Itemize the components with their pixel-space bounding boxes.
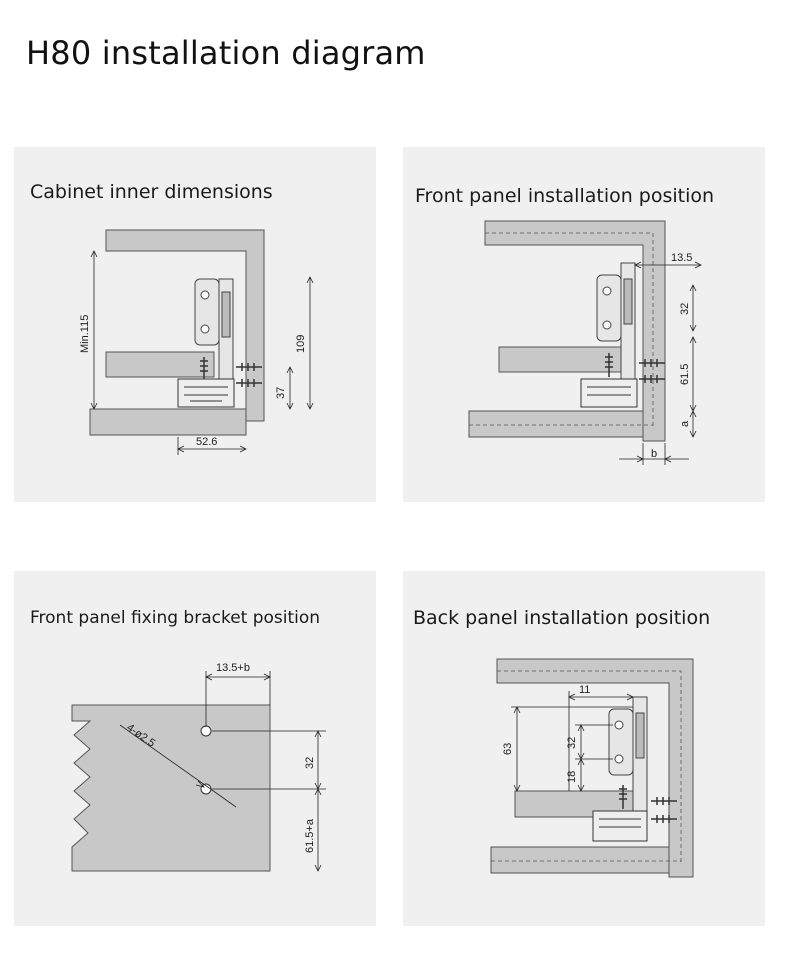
dim-hole-spacing: 32 xyxy=(566,737,578,749)
dim-offset: 13.5+b xyxy=(216,662,250,674)
page-title: H80 installation diagram xyxy=(26,34,426,72)
panel-title: Cabinet inner dimensions xyxy=(30,181,273,203)
dim-height: 63 xyxy=(502,743,514,755)
dim-hole-spacing: 32 xyxy=(304,757,316,769)
slide-rail xyxy=(580,378,638,408)
screws xyxy=(200,357,262,387)
front-installation-diagram: 13.5 32 61.5 a b xyxy=(468,220,702,465)
panel-fixing-bracket-position: Front panel fixing bracket position 13.5… xyxy=(14,571,376,926)
slide-rail xyxy=(177,378,235,408)
dim-hole-spacing: 32 xyxy=(679,303,691,315)
dim-offset: 11 xyxy=(579,684,590,696)
slide-rail xyxy=(592,810,648,842)
front-panel-shape xyxy=(71,704,271,872)
cabinet-dimensions-diagram: Min.115 109 37 52.6 xyxy=(79,229,314,455)
dim-offset: 13.5 xyxy=(671,252,692,264)
panel-title: Front panel installation position xyxy=(415,185,715,207)
back-installation-diagram: 11 63 32 18 xyxy=(490,658,694,878)
panel-title: Front panel fixing bracket position xyxy=(30,608,321,628)
dim-min-height: Min.115 xyxy=(79,315,91,353)
hole-upper xyxy=(200,725,212,737)
front-bracket xyxy=(194,278,234,398)
panel-front-installation-position: Front panel installation position xyxy=(403,147,765,502)
fixing-bracket-diagram: 13.5+b 4-ø2.5 32 61.5+a xyxy=(71,662,326,872)
dim-height: 61.5+a xyxy=(304,818,316,853)
dim-height: 61.5 xyxy=(679,364,691,385)
panel-title: Back panel installation position xyxy=(413,607,711,629)
screws xyxy=(619,785,677,823)
dim-slide: 37 xyxy=(275,387,287,399)
front-bracket xyxy=(596,262,636,402)
screws xyxy=(605,353,665,383)
dim-a: a xyxy=(679,420,691,427)
dim-height: 109 xyxy=(295,335,307,353)
panel-back-installation-position: Back panel installation position xyxy=(403,571,765,926)
dim-depth: 52.6 xyxy=(196,436,217,448)
panel-cabinet-inner-dimensions: Cabinet inner dimensions xyxy=(14,147,376,502)
dim-b: b xyxy=(651,448,657,460)
back-bracket xyxy=(608,696,648,836)
dim-bottom: 18 xyxy=(566,771,578,783)
